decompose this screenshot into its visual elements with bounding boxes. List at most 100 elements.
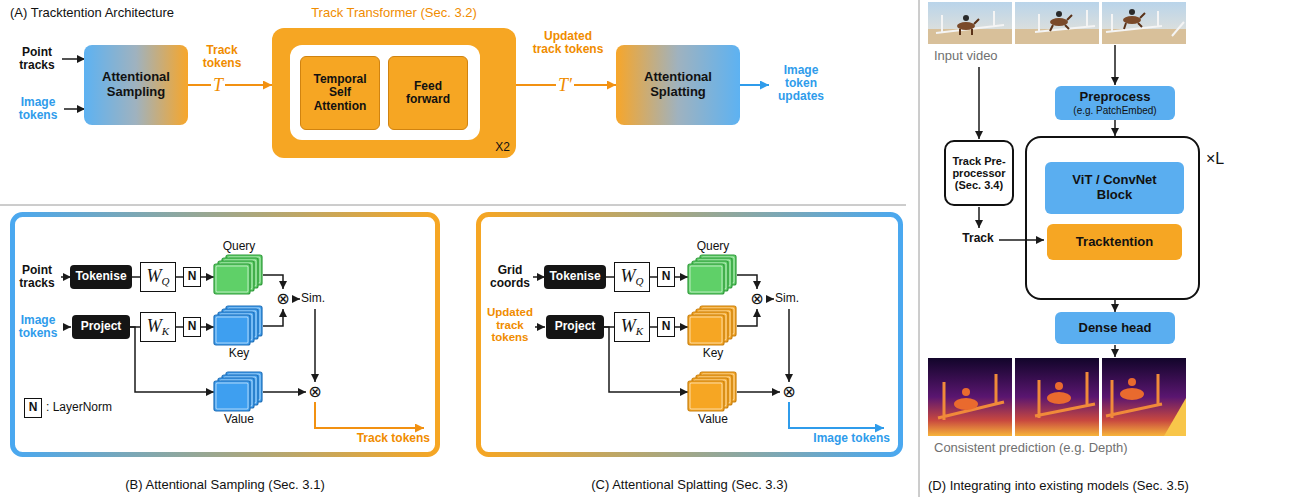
node-text: Tracktention	[1076, 235, 1153, 250]
flow-arrow	[1114, 345, 1116, 357]
stack-shape	[688, 306, 738, 346]
panel-border	[479, 215, 901, 455]
connector	[606, 276, 614, 278]
norm-box: N	[183, 267, 201, 287]
flow-arrow	[263, 391, 306, 393]
node-text: Tokenise	[75, 270, 126, 283]
depth-rider	[1128, 378, 1136, 386]
node-text: Key	[673, 347, 753, 360]
text-label: ⊗	[307, 383, 323, 401]
flow-arrow	[978, 207, 980, 228]
flow-arrow	[314, 309, 316, 382]
depth-frame	[1102, 358, 1186, 436]
depth-ground	[1015, 358, 1099, 436]
connector	[188, 84, 272, 86]
node-text: (C) Attentional Splatting (Sec. 3.3)	[456, 478, 923, 493]
output-arrow	[738, 84, 769, 86]
input-arrow	[533, 276, 545, 278]
weight-box: WQ	[140, 262, 176, 292]
norm-box: N	[24, 398, 42, 418]
text-label: Input video	[934, 49, 1054, 63]
node-text: Value	[199, 413, 279, 426]
flow-arrow	[1114, 45, 1116, 85]
norm-box: N	[657, 267, 675, 287]
process-box: Temporal Self Attention	[300, 56, 380, 130]
node-text: Feed forward	[392, 80, 464, 107]
text-label: Image tokens	[14, 96, 62, 122]
fence	[936, 11, 1004, 33]
node-text: (e.g. PatchEmbed)	[1073, 105, 1156, 116]
process-box: ViT / ConvNet Block	[1045, 162, 1184, 214]
node-text: Project	[81, 320, 122, 333]
text-label: Consistent prediction (e.g. Depth)	[934, 441, 1184, 455]
depth-ground	[928, 358, 1012, 436]
text-label: Track tokens	[340, 432, 430, 445]
horse-legs	[960, 19, 979, 35]
depth-horse	[1120, 388, 1144, 400]
sky	[1015, 2, 1099, 44]
connector	[675, 326, 688, 328]
edge-label: Track tokens	[192, 44, 252, 70]
input-arrow	[64, 108, 85, 110]
text-label: ⊗	[749, 290, 765, 308]
node-text: Dense head	[1079, 321, 1152, 336]
depth-horse	[1047, 392, 1071, 404]
text-label: T′	[556, 75, 574, 95]
depth-fence	[1106, 374, 1162, 418]
node-text: Attentional Splatting	[620, 70, 736, 99]
node-text: WK	[621, 317, 643, 337]
node-text: Query	[673, 240, 753, 253]
sand	[928, 29, 1012, 44]
horse-legs	[1124, 13, 1145, 29]
block-group: ×LViT / ConvNet BlockTracktention	[1025, 136, 1200, 300]
panel-frame: (B) Attentional Sampling (Sec. 3.1)Token…	[10, 212, 440, 457]
text-label: ⊗	[781, 383, 797, 401]
text-label: Point tracks	[14, 46, 60, 72]
depth-fence	[938, 374, 1004, 420]
weight-box: WQ	[614, 262, 650, 292]
process-box: Track Pre- processor (Sec. 3.4)	[944, 140, 1014, 206]
depth-rider	[1055, 382, 1063, 390]
depth-fence	[1035, 372, 1095, 418]
process-box: Project	[72, 315, 130, 339]
token-stack: Key	[688, 306, 738, 346]
node-text: WK	[147, 317, 169, 337]
token-highlight	[216, 383, 248, 409]
depth-ground	[1102, 358, 1186, 436]
process-box: Tokenise	[70, 265, 131, 289]
output-arrow	[789, 402, 884, 428]
flow-arrow	[999, 239, 1044, 241]
connector	[132, 276, 140, 278]
process-box: Project	[546, 315, 604, 339]
stack-shape	[688, 372, 738, 412]
text-label: Track	[958, 232, 998, 245]
token-highlight	[690, 317, 722, 343]
weight-box: WK	[614, 312, 650, 342]
norm-box: N	[183, 317, 201, 337]
node-text: ViT / ConvNet Block	[1055, 173, 1174, 202]
node-text: Track Pre- processor (Sec. 3.4)	[948, 155, 1010, 192]
process-box: Dense head	[1055, 312, 1175, 344]
node-text: Track Transformer (Sec. 3.2)	[252, 6, 536, 21]
connector	[1114, 300, 1116, 312]
flow-arrow	[737, 309, 757, 326]
process-box: Attentional Splatting	[616, 45, 740, 125]
node-text: WQ	[147, 267, 170, 287]
node-text: Temporal Self Attention	[304, 73, 376, 113]
stack-shape	[214, 372, 264, 412]
transformer-box: Track Transformer (Sec. 3.2)X2Temporal S…	[272, 28, 516, 158]
node-text: N	[188, 270, 197, 283]
connector	[201, 276, 214, 278]
token-stack: Query	[688, 255, 738, 295]
node-text: N	[662, 320, 671, 333]
panel-border	[13, 215, 438, 455]
rider	[963, 15, 969, 21]
process-box: Tokenise	[544, 265, 605, 289]
node-text: Key	[199, 347, 279, 360]
stack-shape	[688, 255, 738, 295]
input-arrow	[535, 326, 545, 328]
connector	[650, 326, 657, 328]
panel-frame: (C) Attentional Splatting (Sec. 3.3)Toke…	[476, 212, 903, 457]
edge-label: Updated track tokens	[528, 30, 608, 56]
